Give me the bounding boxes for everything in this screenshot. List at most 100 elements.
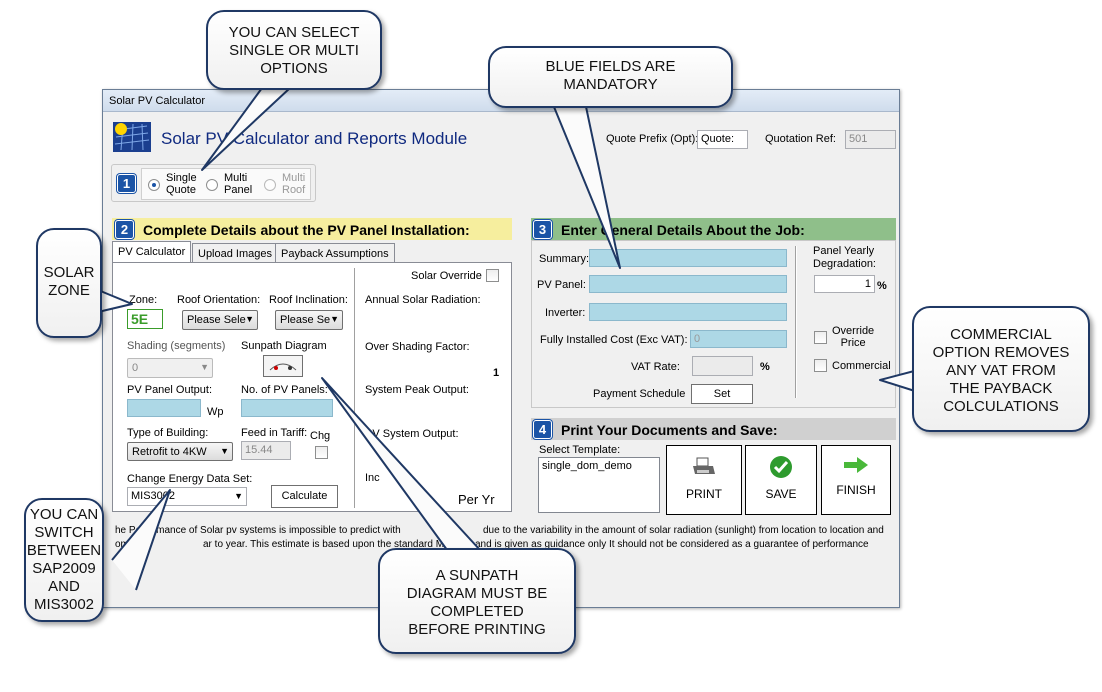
quotation-ref-input[interactable]: 501 <box>845 130 896 149</box>
step-2-title: Complete Details about the PV Panel Inst… <box>143 222 470 238</box>
feed-in-label: Feed in Tariff: <box>241 427 308 439</box>
quote-prefix-input[interactable]: Quote: <box>697 130 748 149</box>
installed-cost-input[interactable]: 0 <box>690 330 787 348</box>
override-price-checkbox[interactable] <box>814 331 827 344</box>
vat-label: VAT Rate: <box>631 361 680 373</box>
arrow-right-icon <box>844 457 868 473</box>
step-4-badge: 4 <box>533 420 552 439</box>
summary-label: Summary: <box>539 253 590 265</box>
quotation-ref-label: Quotation Ref: <box>765 133 836 145</box>
chg-checkbox[interactable] <box>315 446 328 459</box>
vat-input[interactable] <box>692 356 753 376</box>
checkmark-icon <box>770 456 792 478</box>
pv-system-output-label: PV System Output: <box>365 428 459 440</box>
shading-dropdown[interactable]: 0▼ <box>127 358 213 378</box>
step-3-title: Enter General Details About the Job: <box>561 222 805 238</box>
feed-in-input[interactable]: 15.44 <box>241 441 291 460</box>
step-1-badge: 1 <box>117 174 136 193</box>
vat-unit: % <box>760 361 770 373</box>
installed-cost-label: Fully Installed Cost (Exc VAT): <box>540 334 688 346</box>
energy-set-label: Change Energy Data Set: <box>127 473 253 485</box>
chevron-down-icon: ▼ <box>245 314 254 324</box>
pv-panel-input[interactable] <box>589 275 787 293</box>
pv-output-label: PV Panel Output: <box>127 384 212 396</box>
num-panels-input[interactable] <box>241 399 333 417</box>
tab-strip: PV Calculator Upload Images Payback Assu… <box>112 241 512 263</box>
inverter-label: Inverter: <box>545 307 586 319</box>
multi-roof-radio[interactable] <box>264 179 276 191</box>
chevron-down-icon: ▼ <box>200 362 209 372</box>
chg-label: Chg <box>310 430 331 442</box>
save-button[interactable]: SAVE <box>745 445 817 515</box>
pv-output-input[interactable] <box>127 399 201 417</box>
chevron-down-icon: ▼ <box>220 446 229 456</box>
annual-radiation-label: Annual Solar Radiation: <box>365 294 481 306</box>
roof-inclination-label: Roof Inclination: <box>269 294 348 306</box>
disclaimer-line-1a: he Performance of Solar pv systems is im… <box>115 525 401 536</box>
single-quote-radio[interactable] <box>148 179 160 191</box>
shading-label: Shading (segments) <box>127 340 226 352</box>
print-button[interactable]: PRINT <box>666 445 742 515</box>
finish-button[interactable]: FINISH <box>821 445 891 515</box>
quote-prefix-label: Quote Prefix (Opt): <box>606 133 699 145</box>
summary-input[interactable] <box>589 249 787 267</box>
degradation-unit: % <box>877 280 887 292</box>
income-label: Inc <box>365 472 380 484</box>
step-2-badge: 2 <box>115 220 134 239</box>
app-window: Solar PV Calculator Solar PV Calculator … <box>102 89 900 608</box>
sunpath-icon <box>269 363 297 371</box>
chevron-down-icon: ▼ <box>330 314 339 324</box>
system-peak-label: System Peak Output: <box>365 384 469 396</box>
zone-label: Zone: <box>129 294 158 306</box>
roof-inclination-dropdown[interactable]: Please Se▼ <box>275 310 343 330</box>
tab-pv-calculator[interactable]: PV Calculator <box>112 241 192 263</box>
column-divider <box>795 246 797 398</box>
chevron-down-icon: ▼ <box>234 491 243 501</box>
step-3-header <box>531 218 896 240</box>
calculate-button[interactable]: Calculate <box>271 485 338 508</box>
zone-input[interactable]: 5E <box>127 309 163 329</box>
printer-icon <box>693 457 715 474</box>
payment-schedule-set-button[interactable]: Set <box>691 384 753 404</box>
energy-set-dropdown[interactable]: MIS3002▼ <box>127 487 247 506</box>
wp-unit: Wp <box>207 406 224 418</box>
num-panels-label: No. of PV Panels: <box>241 384 328 396</box>
template-list[interactable]: single_dom_demo <box>538 457 660 513</box>
pv-panel-label: PV Panel: <box>537 279 586 291</box>
over-shading-value: 1 <box>493 367 500 379</box>
disclaimer-line-2c: and is given as guidance only It should … <box>475 539 869 550</box>
solar-override-checkbox[interactable] <box>486 269 499 282</box>
roof-orientation-label: Roof Orientation: <box>177 294 261 306</box>
step-4-header <box>531 418 896 440</box>
sunpath-button[interactable] <box>263 355 303 377</box>
tab-payback-assumptions[interactable]: Payback Assumptions <box>275 243 395 263</box>
tab-upload-images[interactable]: Upload Images <box>192 243 278 263</box>
page-title: Solar PV Calculator and Reports Module <box>161 129 468 148</box>
inverter-input[interactable] <box>589 303 787 321</box>
payment-schedule-label: Payment Schedule <box>593 388 686 400</box>
roof-orientation-dropdown[interactable]: Please Sele▼ <box>182 310 258 330</box>
over-shading-label: Over Shading Factor: <box>365 341 470 353</box>
disclaimer-line-1b: due to the variability in the amount of … <box>483 525 884 536</box>
step-3-badge: 3 <box>533 220 552 239</box>
select-template-label: Select Template: <box>539 444 621 456</box>
disclaimer-line-2a: om <box>115 539 129 550</box>
multi-panel-radio[interactable] <box>206 179 218 191</box>
building-type-dropdown[interactable]: Retrofit to 4KW▼ <box>127 442 233 461</box>
list-item[interactable]: single_dom_demo <box>542 460 632 472</box>
solar-logo-icon <box>113 122 151 152</box>
commercial-checkbox[interactable] <box>814 359 827 372</box>
sunpath-label: Sunpath Diagram <box>241 340 327 352</box>
degradation-input[interactable]: 1 <box>814 275 875 293</box>
